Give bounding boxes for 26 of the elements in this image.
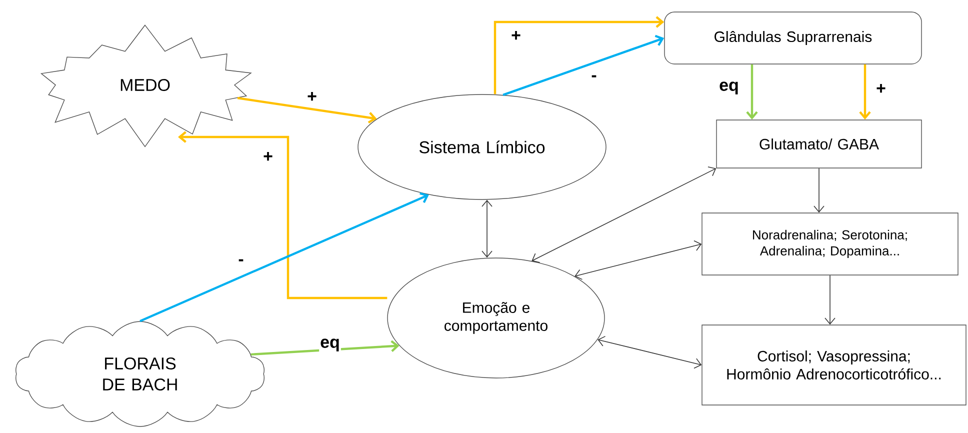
edge-label: - [590,74,598,82]
arrow [250,340,400,356]
arrow [746,64,758,120]
edge-label: + [510,30,522,42]
process-box: Glutamato/ GABA [716,120,922,168]
edge-label: + [262,151,274,163]
arrow [574,240,702,280]
process-box: Noradrenalina; Serotonina; Adrenalina; Dopamina... [702,212,958,276]
arrow [140,192,429,322]
arrow [178,131,388,300]
arrow [824,274,836,325]
arrow [502,34,664,96]
arrow [237,96,377,124]
rounded-box: Glândulas Suprarrenais [664,12,922,64]
arrow [494,16,664,94]
arrow [814,168,824,213]
arrow [482,200,492,258]
edge-label: + [875,83,887,95]
edge-label: - [237,258,245,266]
edge-label: + [306,91,318,103]
edge-label: eq [718,80,740,96]
arrow [598,336,702,369]
process-box: Cortisol; Vasopressina; Hormônio Adrenocorticotrófico... [702,324,966,406]
edge-label: eq [319,338,341,352]
arrow [859,64,871,120]
arrow [532,166,716,263]
